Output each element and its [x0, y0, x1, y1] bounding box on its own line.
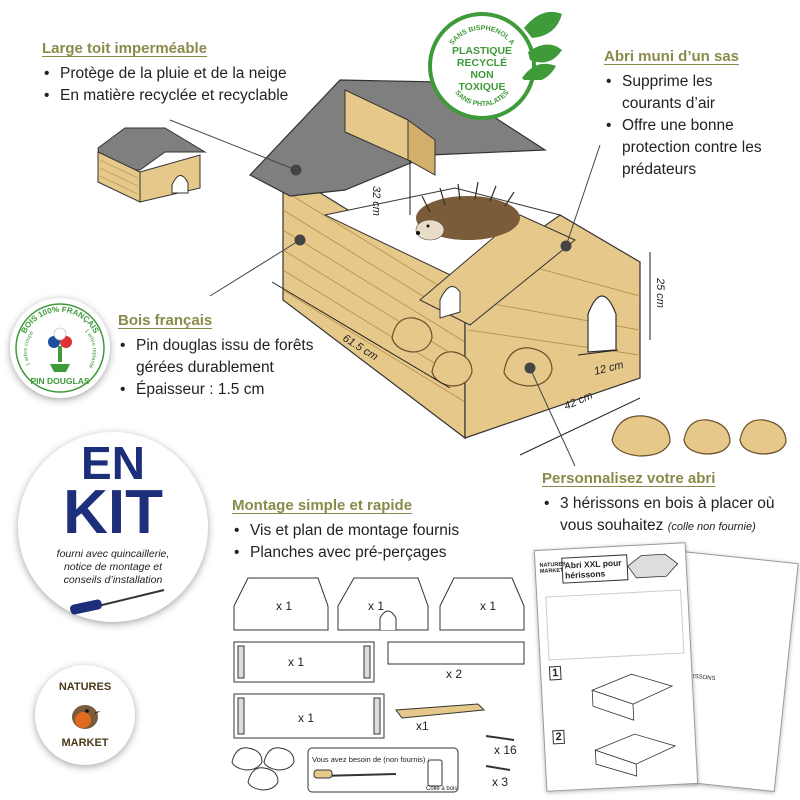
manual-house-sketch: [627, 553, 679, 579]
wood-left-arc: 1 arbre coupé: [23, 330, 35, 366]
custom-bullet-text: 3 hérissons en bois à placer où vous sou…: [560, 495, 775, 534]
svg-text:1 arbre replanté: 1 arbre replanté: [83, 328, 97, 369]
shelter-block: Abri muni d’un sas Supprime les courants…: [604, 48, 774, 181]
wood-right-arc: 1 arbre replanté: [83, 328, 97, 369]
parts-diagram: x 1 x 1 x 1 x 1 x 2 x 1 x1 x 16 x 3 Vous…: [231, 577, 525, 793]
wood-block: Bois français Pin douglas issu de forêts…: [118, 312, 358, 401]
tree-icon: [48, 327, 72, 372]
wood-bullet: Épaisseur : 1.5 cm: [118, 379, 358, 401]
piece-gable-1: [233, 577, 329, 631]
svg-text:SANS BISPHENOL A: SANS BISPHENOL A: [449, 25, 516, 47]
assembly-block: Montage simple et rapide Vis et plan de …: [232, 497, 532, 564]
plastic-line3: NON: [470, 69, 493, 81]
label-roof-strip: x1: [416, 719, 429, 733]
svg-text:1 arbre coupé: 1 arbre coupé: [23, 330, 35, 366]
manual-step2: 2: [552, 729, 566, 745]
plastic-line4: TOXIQUE: [458, 81, 505, 93]
kit-line1: EN: [81, 437, 145, 489]
screw-long: [485, 735, 515, 741]
piece-gable-2: [337, 577, 429, 631]
kit-line2: KIT: [63, 478, 163, 547]
label-gable-2: x 1: [368, 599, 384, 613]
wooden-hedgehogs: [611, 415, 787, 457]
manual-step1: 1: [548, 665, 562, 681]
shelter-bullet: Offre une bonne protection contre les pr…: [604, 115, 774, 181]
manual-title: Abri XXL pour hérissons: [561, 554, 629, 584]
main-house: 32 cm 61.5 cm 25 cm 12 cm 42 cm: [169, 79, 666, 467]
shelter-title: Abri muni d’un sas: [604, 48, 740, 65]
glue-label: Colle à bois: [426, 786, 457, 792]
wood-bullets: Pin douglas issu de forêts gérées durabl…: [118, 335, 358, 401]
label-gable-3: x 1: [480, 599, 496, 613]
roof-title: Large toit imperméable: [42, 40, 208, 57]
custom-note: (colle non fournie): [667, 521, 756, 533]
label-screws-short: x 3: [492, 775, 508, 789]
wood-bullet: Pin douglas issu de forêts gérées durabl…: [118, 335, 358, 379]
roof-bullet: Protège de la pluie et de la neige: [42, 63, 288, 85]
piece-board-2: [387, 641, 525, 665]
needs-box: [307, 747, 459, 793]
custom-block: Personnalisez votre abri 3 hérissons en …: [542, 470, 792, 538]
assembly-bullet: Planches avec pré-perçages: [232, 542, 532, 564]
piece-board-1: [233, 641, 375, 683]
label-screws-long: x 16: [494, 743, 517, 757]
small-house-preview: [97, 127, 207, 203]
manual-parts-list: [545, 589, 685, 661]
kit-description: fourni avec quincaillerie, notice de mon…: [56, 548, 170, 586]
dim-side-height: 25 cm: [654, 277, 666, 308]
custom-bullet: 3 hérissons en bois à placer où vous sou…: [542, 493, 792, 538]
wood-badge-art: BOIS 100% FRANÇAIS 1 arbre coupé 1 arbre…: [15, 303, 105, 393]
brand-line2: MARKET: [61, 737, 109, 749]
plastic-top-arc: SANS BISPHENOL A: [449, 25, 516, 47]
plastic-badge-arcs: SANS BISPHENOL A SANS PHTALATES PLASTIQU…: [449, 25, 516, 108]
label-board-2: x 2: [446, 667, 462, 681]
piece-gable-3: [439, 577, 525, 631]
wood-title: Bois français: [118, 312, 213, 329]
leaf-icon: [522, 11, 562, 80]
piece-hedgehog: [263, 747, 295, 771]
assembly-bullet: Vis et plan de montage fournis: [232, 520, 532, 542]
manual-brand: NATURES MARKET: [539, 561, 566, 575]
shelter-bullet: Supprime les courants d’air: [604, 71, 774, 115]
piece-board-3: [233, 693, 385, 739]
label-board-1: x 1: [288, 655, 304, 669]
manual-step-sketches: [591, 673, 677, 777]
custom-bullets: 3 hérissons en bois à placer où vous sou…: [542, 493, 792, 538]
plastic-line1: PLASTIQUE: [452, 45, 512, 57]
manual-page-front: NATURES MARKET Abri XXL pour hérissons 1…: [533, 542, 699, 792]
roof-block: Large toit imperméable Protège de la plu…: [42, 40, 288, 107]
piece-roof-strip: [395, 703, 486, 719]
screwdriver-icon: [70, 589, 165, 615]
roof-bullet: En matière recyclée et recyclable: [42, 85, 288, 107]
wood-badge: BOIS 100% FRANÇAIS 1 arbre coupé 1 arbre…: [10, 298, 110, 398]
shelter-bullets: Supprime les courants d’air Offre une bo…: [604, 71, 774, 181]
manual-thumbnail: 4 HÉRISSONS NATURES MARKET Abri XXL pour…: [533, 542, 799, 793]
brand-line1: NATURES: [58, 681, 112, 693]
needs-label: Vous avez besoin de (non fournis) :: [312, 755, 430, 764]
dim-roof-height: 32 cm: [370, 186, 382, 216]
piece-hedgehog: [247, 767, 279, 791]
wood-bottom: PIN DOUGLAS: [30, 376, 89, 386]
assembly-bullets: Vis et plan de montage fournis Planches …: [232, 520, 532, 564]
plastic-line2: RECYCLÉ: [457, 56, 507, 69]
hedgehog-inside: [415, 181, 520, 241]
label-board-3: x 1: [298, 711, 314, 725]
kit-badge: EN KIT fourni avec quincaillerie, notice…: [18, 432, 208, 622]
roof-bullets: Protège de la pluie et de la neige En ma…: [42, 63, 288, 107]
piece-hedgehog: [231, 747, 263, 771]
assembly-title: Montage simple et rapide: [232, 497, 413, 514]
robin-icon: [72, 705, 101, 729]
plastic-badge: SANS BISPHENOL A SANS PHTALATES PLASTIQU…: [428, 12, 536, 120]
label-gable-1: x 1: [276, 599, 292, 613]
custom-title: Personnalisez votre abri: [542, 470, 716, 487]
brand-logo: NATURES MARKET: [35, 665, 135, 765]
screw-short: [485, 765, 511, 771]
